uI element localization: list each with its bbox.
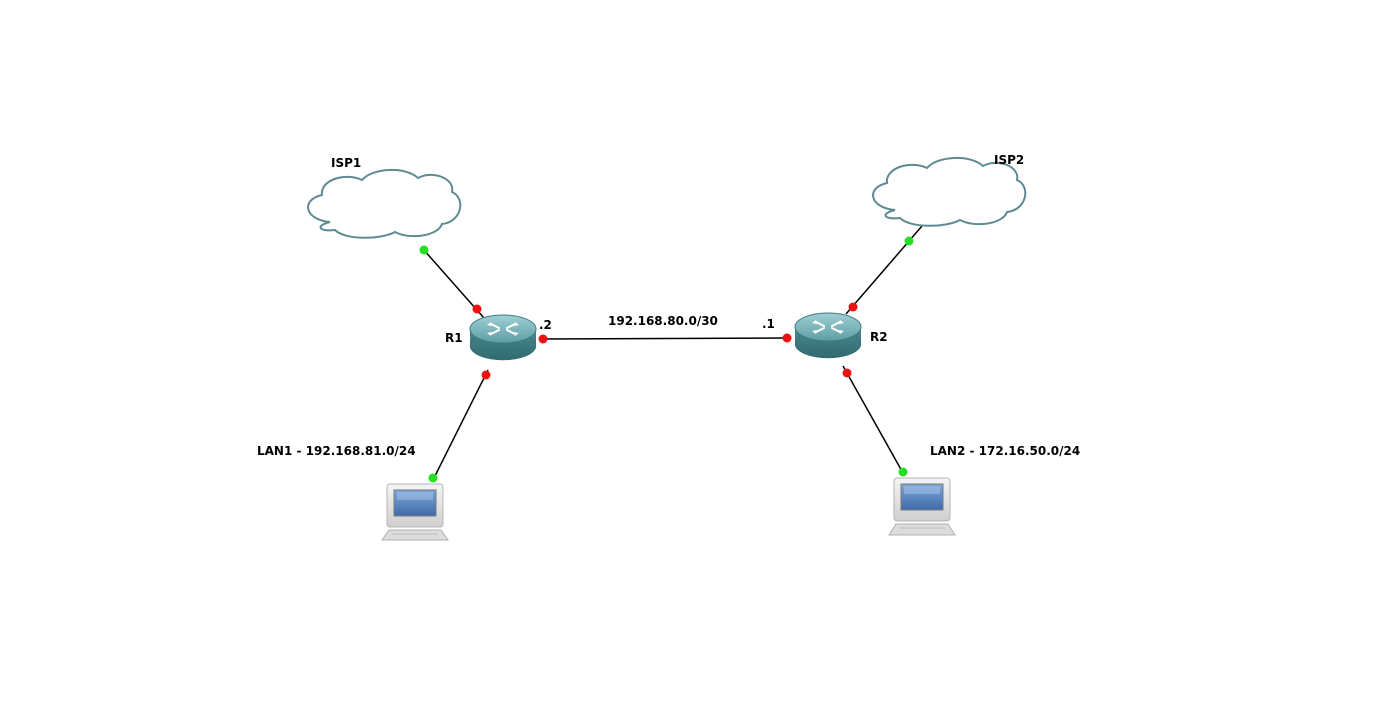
pc1-port-up-indicator	[428, 473, 438, 483]
r2-lan-port-down-indicator	[842, 368, 852, 378]
r1-r2-port-down-indicator	[538, 334, 548, 344]
r2-interface-label: .1	[762, 317, 775, 331]
link-r2-pc2[interactable]	[842, 365, 904, 474]
r1-router-icon[interactable]	[469, 314, 537, 361]
isp1-cloud-icon[interactable]	[307, 168, 462, 239]
isp1-port-up-indicator	[419, 245, 429, 255]
isp2-port-up-indicator	[904, 236, 914, 246]
pc2-computer-icon[interactable]	[888, 477, 956, 536]
r2-label: R2	[870, 330, 888, 344]
r1-interface-label: .2	[539, 318, 552, 332]
link-r1-r2[interactable]	[542, 337, 788, 340]
wan-subnet-label: 192.168.80.0/30	[608, 314, 718, 328]
isp1-label: ISP1	[331, 156, 362, 170]
pc1-computer-icon[interactable]	[381, 483, 449, 541]
r2-isp-port-down-indicator	[848, 302, 858, 312]
r1-isp-port-down-indicator	[472, 304, 482, 314]
lan1-label: LAN1 - 192.168.81.0/24	[257, 444, 416, 458]
r2-r1-port-down-indicator	[782, 333, 792, 343]
link-r1-pc1[interactable]	[432, 369, 489, 481]
r2-router-icon[interactable]	[794, 312, 862, 359]
isp2-cloud-icon[interactable]	[872, 156, 1027, 227]
lan2-label: LAN2 - 172.16.50.0/24	[930, 444, 1081, 458]
r1-label: R1	[445, 331, 463, 345]
r1-lan-port-down-indicator	[481, 370, 491, 380]
pc2-port-up-indicator	[898, 467, 908, 477]
isp2-label: ISP2	[994, 153, 1025, 167]
